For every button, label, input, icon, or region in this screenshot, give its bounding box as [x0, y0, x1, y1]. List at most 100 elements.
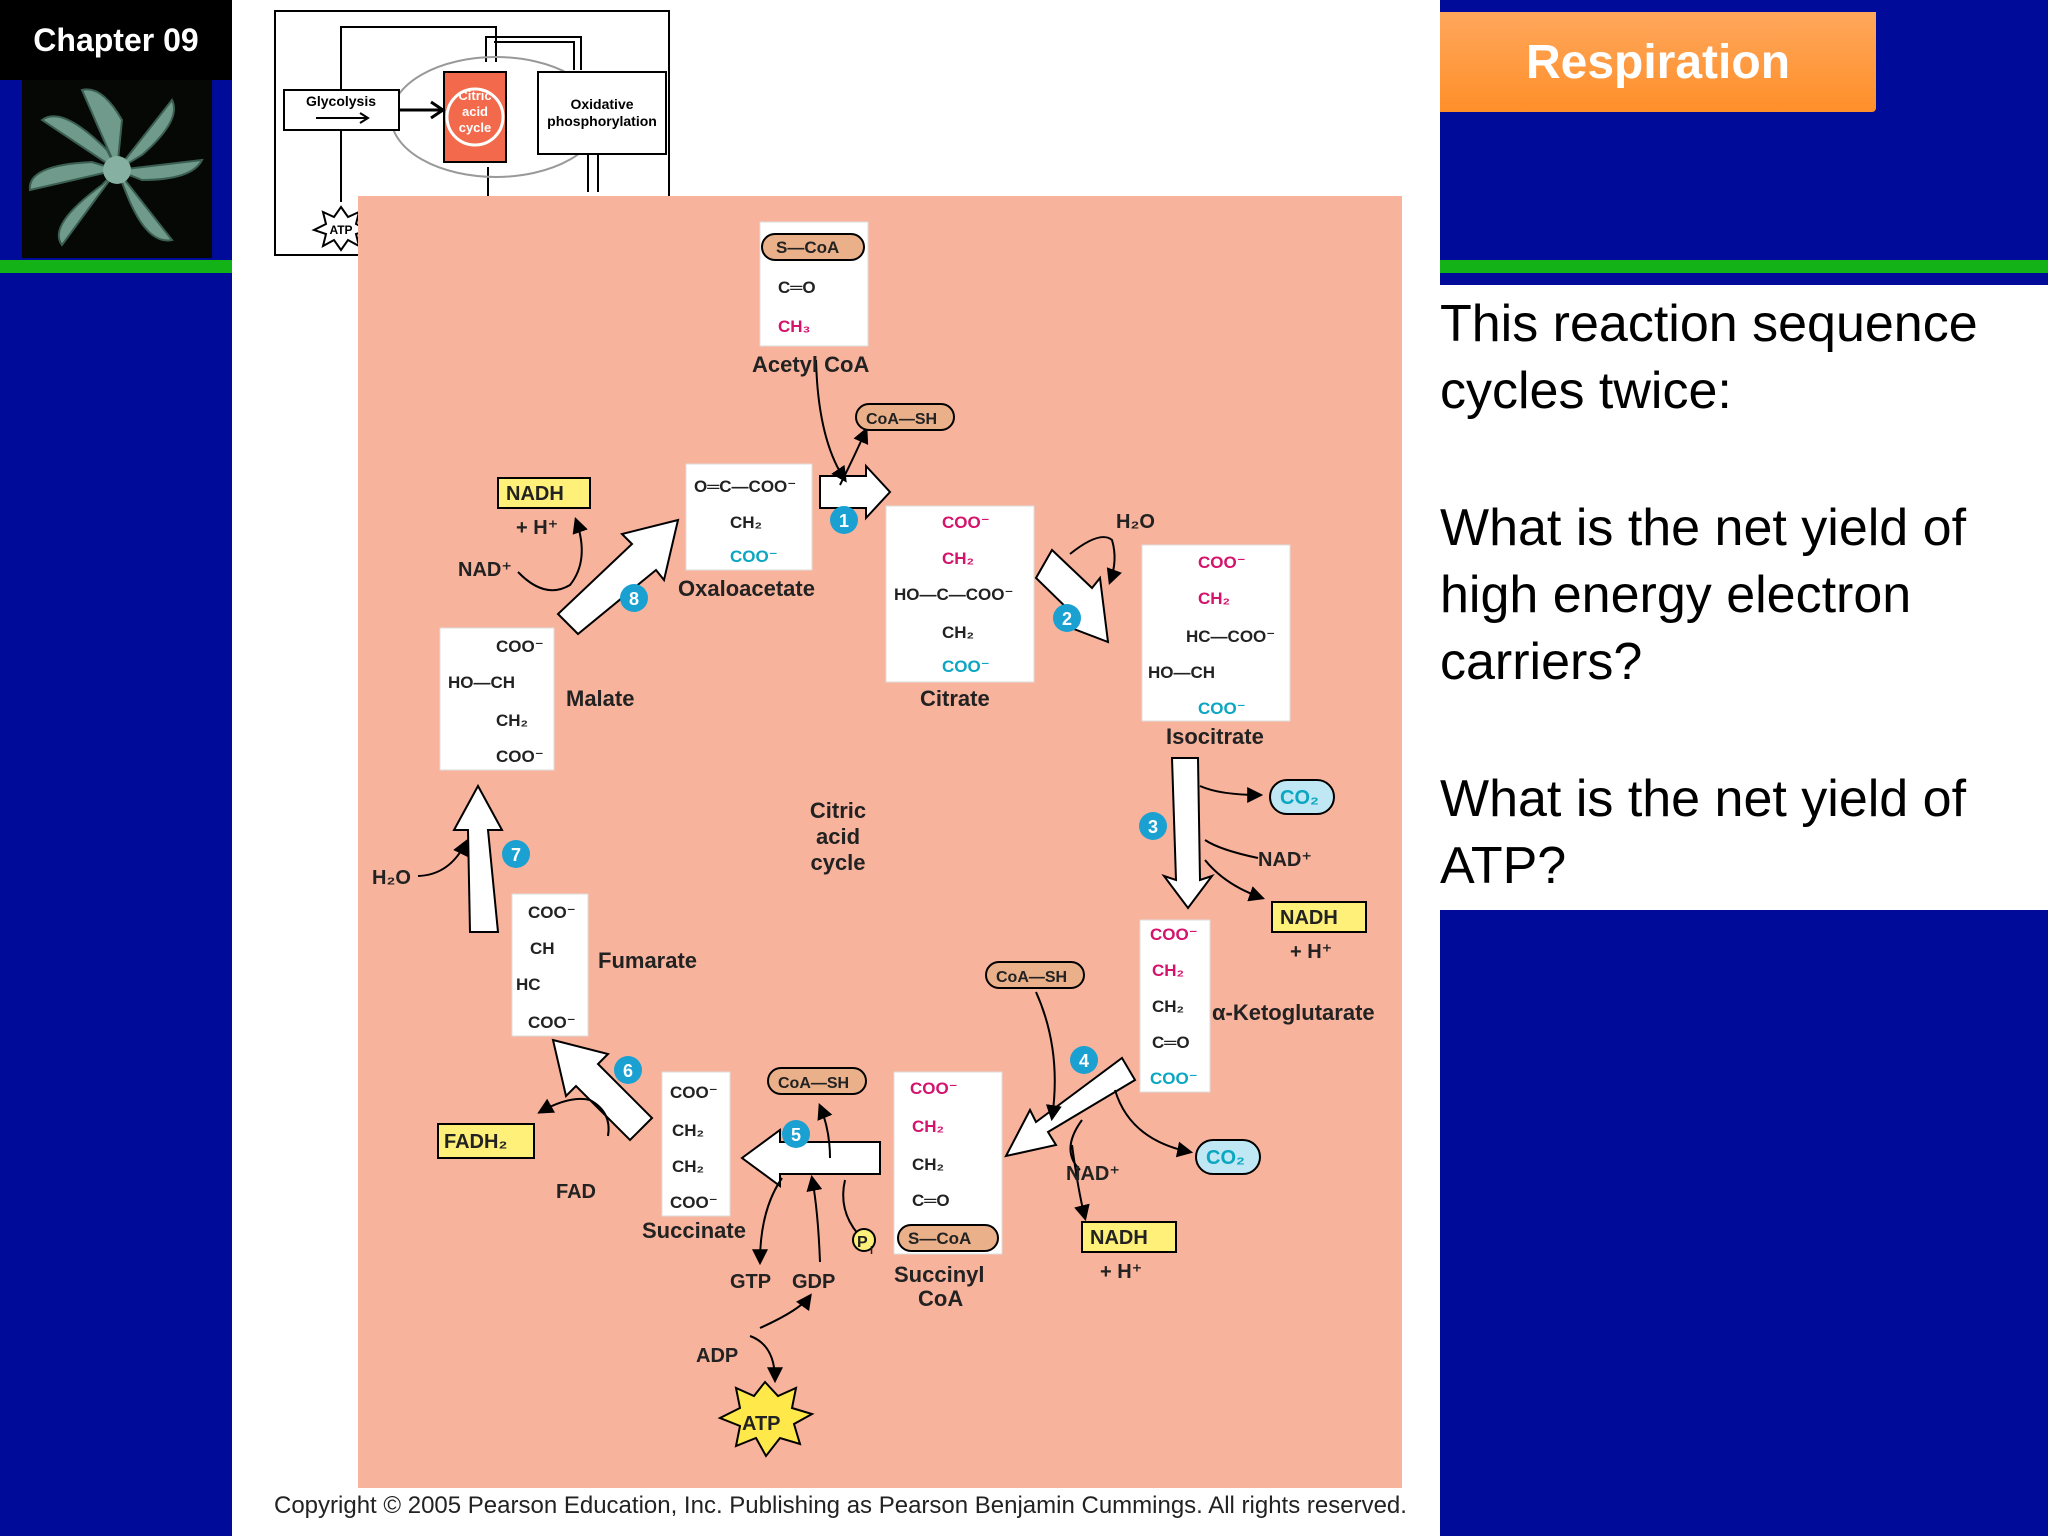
succinate-coo-bottom: COO⁻ [670, 1193, 718, 1212]
cycle-arrow-7 [452, 783, 504, 933]
malate-coo-bottom: COO⁻ [496, 747, 544, 766]
keto-co: C═O [1152, 1033, 1190, 1052]
coa-sh-pill-1 [855, 403, 955, 431]
isocitrate-coo-top: COO⁻ [1198, 553, 1246, 572]
co2-bubble-3 [1269, 779, 1335, 815]
succinyl-co: C═O [912, 1191, 950, 1210]
oxaloacetate-box [685, 463, 813, 571]
overview-glycolysis: Glycolysis [306, 93, 376, 109]
question-1-line-3: carriers? [1440, 633, 1643, 691]
question-1-line-2: high energy electron [1440, 566, 1912, 624]
fad-step-6: FAD [556, 1181, 596, 1203]
gtp-label: GTP [730, 1271, 771, 1293]
isocitrate-hc: HC—COO⁻ [1186, 627, 1275, 646]
fad-arrow-6 [537, 1097, 610, 1137]
overview-oxphos-1: Oxidative [570, 96, 633, 112]
cycle-arrow-1 [819, 463, 892, 521]
question-2-line-1: What is the net yield of [1440, 770, 1967, 828]
citrate-coo-bottom: COO⁻ [942, 657, 990, 676]
step-badge-7 [502, 840, 530, 868]
green-divider-left [0, 260, 232, 273]
step-badge-3 [1139, 812, 1167, 840]
coa-sh-pill-5 [767, 1067, 867, 1095]
coa-entry-arrow-4 [1035, 991, 1062, 1122]
nad-step-4: NAD⁺ [1066, 1163, 1120, 1185]
pi-label: P [857, 1234, 868, 1251]
acetyl-coa-label: Acetyl CoA [752, 352, 869, 377]
isocitrate-label: Isocitrate [1166, 724, 1264, 749]
nadh-box-8 [497, 477, 591, 509]
coa-sh-5: CoA—SH [778, 1075, 849, 1092]
question-panel: This reaction sequence cycles twice: Wha… [1440, 285, 2048, 910]
citrate-box [885, 505, 1035, 683]
fumarate-hc: HC [516, 975, 541, 994]
nad-step-3: NAD⁺ [1258, 849, 1312, 871]
step-badge-8 [620, 584, 648, 612]
succinyl-s-coa: S—CoA [908, 1229, 971, 1248]
step-number-4: 4 [1079, 1051, 1089, 1071]
h-plus-step-4: + H⁺ [1100, 1261, 1142, 1283]
step-number-5: 5 [791, 1125, 801, 1145]
keto-ch2-2: CH₂ [1152, 997, 1184, 1016]
cycle-arrow-3 [1161, 757, 1215, 910]
gdp-label: GDP [792, 1271, 835, 1293]
oxaloacetate-top: O═C—COO⁻ [694, 477, 796, 496]
step-number-6: 6 [623, 1061, 633, 1081]
co2-arrow-4 [1114, 1089, 1194, 1158]
gtp-arrow-5 [752, 1177, 783, 1266]
fumarate-ch: CH [530, 939, 555, 958]
atp-starburst [717, 1380, 815, 1458]
co2-step-3: CO₂ [1280, 787, 1319, 809]
acetyl-entry-arrow [815, 359, 847, 483]
succinate-box [661, 1071, 731, 1217]
isocitrate-ch2: CH₂ [1198, 589, 1230, 608]
isocitrate-coo-bottom: COO⁻ [1198, 699, 1246, 718]
adp-arrow [759, 1293, 812, 1329]
succulent-icon [28, 88, 204, 247]
step-badge-2 [1053, 604, 1081, 632]
acetyl-co: C═O [778, 278, 816, 297]
chapter-tab: Chapter 09 [0, 0, 232, 80]
oxaloacetate-label: Oxaloacetate [678, 576, 815, 601]
glycolysis-arrow-icon [316, 112, 370, 124]
isocitrate-ho: HO—CH [1148, 663, 1215, 682]
cycle-arrow-4 [1004, 1056, 1137, 1158]
keto-ch2-1: CH₂ [1152, 961, 1184, 980]
step-badge-5 [782, 1120, 810, 1148]
succinyl-coo: COO⁻ [910, 1079, 958, 1098]
overview-citric-3: cycle [459, 120, 492, 135]
oxaloacetate-coo: COO⁻ [730, 547, 778, 566]
pi-circle [852, 1228, 876, 1252]
intro-line-1: This reaction sequence [1440, 295, 1978, 353]
fadh2-step-6: FADH₂ [444, 1131, 507, 1153]
fumarate-box [511, 893, 589, 1037]
succinyl-ch2-2: CH₂ [912, 1155, 944, 1174]
cycle-center-3: cycle [810, 850, 865, 875]
nadh-step-4: NADH [1090, 1227, 1148, 1249]
adp-label: ADP [696, 1345, 738, 1367]
banner-title: Respiration [1525, 35, 1791, 89]
succulent-photo [22, 80, 212, 258]
succinate-ch2-1: CH₂ [672, 1121, 704, 1140]
chapter-label: Chapter 09 [33, 21, 199, 58]
fumarate-coo-bottom: COO⁻ [528, 1013, 576, 1032]
water-arrow-2 [1069, 536, 1122, 586]
nadh-step-8: NADH [506, 483, 564, 505]
nad-arrow-3 [1204, 839, 1262, 898]
citrate-ch2-bottom: CH₂ [942, 623, 974, 642]
h2o-step-7: H₂O [372, 867, 411, 889]
step-number-8: 8 [629, 589, 639, 609]
keto-coo-top: COO⁻ [1150, 925, 1198, 944]
malate-coo-top: COO⁻ [496, 637, 544, 656]
nad-step-8: NAD⁺ [458, 559, 512, 581]
succinyl-label-1: Succinyl [894, 1262, 984, 1287]
malate-box [439, 627, 555, 771]
malate-ho: HO—CH [448, 673, 515, 692]
fumarate-coo-top: COO⁻ [528, 903, 576, 922]
step-number-3: 3 [1148, 817, 1158, 837]
overview-oxphos-2: phosphorylation [547, 113, 657, 129]
green-divider-right [1440, 260, 2048, 273]
citrate-mid: HO—C—COO⁻ [894, 585, 1013, 604]
step-badge-1 [830, 506, 858, 534]
cycle-center-1: Citric [810, 798, 866, 823]
